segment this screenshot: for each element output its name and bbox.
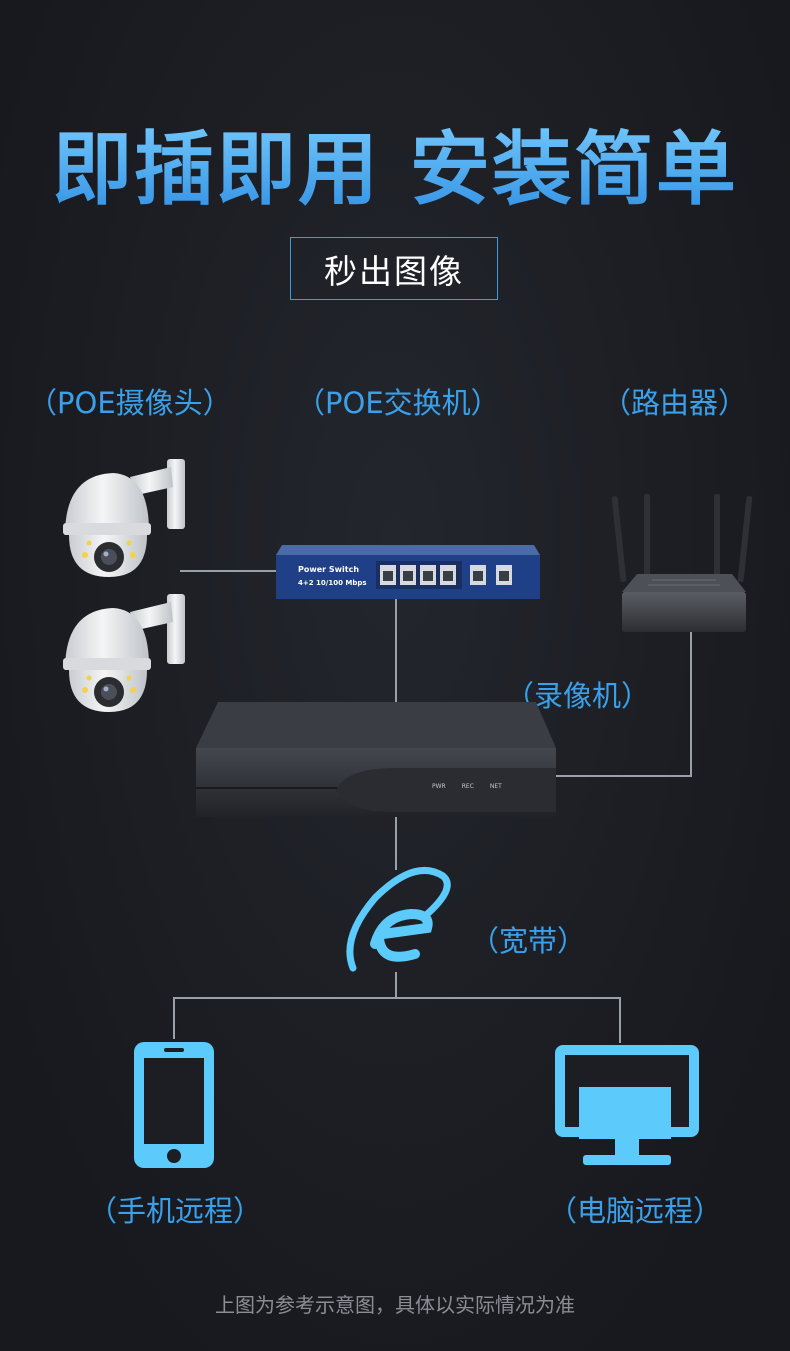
router-icon xyxy=(611,494,753,632)
poe-camera-bottom-icon xyxy=(63,594,185,712)
switch-nvr-line xyxy=(395,598,397,703)
broadband-branch-line xyxy=(395,972,397,998)
poe-camera-label: （POE摄像头） xyxy=(28,386,232,420)
poe-switch-label: （POE交换机） xyxy=(296,386,500,420)
poe-switch-device: Power Switch 4+2 10/100 Mbps xyxy=(276,545,540,599)
camera-switch-line xyxy=(180,570,276,572)
router-nvr-line xyxy=(555,775,692,777)
headline: 即插即用 安装简单 xyxy=(0,105,790,221)
branch-computer-line xyxy=(619,997,621,1043)
nvr-led-pwr: PWR xyxy=(432,783,446,790)
branch-horizontal-line xyxy=(173,997,620,999)
phone-icon xyxy=(134,1042,214,1168)
computer-monitor-icon xyxy=(555,1045,699,1165)
broadband-label: （宽带） xyxy=(470,924,587,958)
nvr-broadband-line xyxy=(395,815,397,870)
switch-spec-text: 4+2 10/100 Mbps xyxy=(298,579,367,587)
poe-camera-top-icon xyxy=(63,459,185,577)
broadband-ie-icon xyxy=(346,866,451,972)
nvr-led-net: NET xyxy=(489,783,502,790)
switch-brand-text: Power Switch xyxy=(298,565,360,574)
router-label: （路由器） xyxy=(602,386,748,420)
computer-remote-label: （电脑远程） xyxy=(548,1194,723,1228)
instant-image-badge: 秒出图像 xyxy=(290,237,498,300)
nvr-led-rec: REC xyxy=(461,783,474,790)
router-drop-line xyxy=(690,630,692,776)
phone-remote-label: （手机远程） xyxy=(88,1194,263,1228)
nvr-device: PWR REC NET xyxy=(196,702,556,817)
branch-phone-line xyxy=(173,997,175,1039)
disclaimer-footnote: 上图为参考示意图，具体以实际情况为准 xyxy=(215,1293,575,1317)
